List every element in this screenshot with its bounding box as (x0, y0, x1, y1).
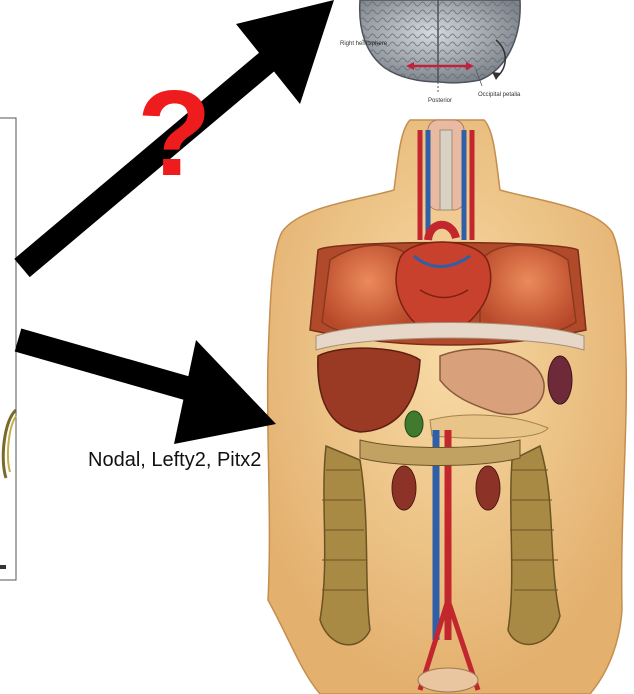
right-hemisphere-label: Right hemisphere (340, 41, 388, 47)
right-kidney (476, 466, 500, 510)
gallbladder (405, 411, 423, 437)
left-lung (480, 245, 576, 335)
arrow-to-torso (18, 340, 276, 444)
gene-label: Nodal, Lefty2, Pitx2 (88, 449, 261, 472)
spleen (548, 356, 572, 404)
question-mark: ? (137, 72, 212, 194)
embryo-panel (0, 118, 16, 580)
occipital-petalia-label: Occipital petalia (478, 92, 521, 98)
brain-illustration: Right hemisphere Posterior Occipital pet… (340, 0, 521, 104)
torso-anatomy-illustration (268, 120, 627, 694)
left-kidney (392, 466, 416, 510)
posterior-label: Posterior (428, 98, 452, 104)
bladder (418, 668, 478, 692)
